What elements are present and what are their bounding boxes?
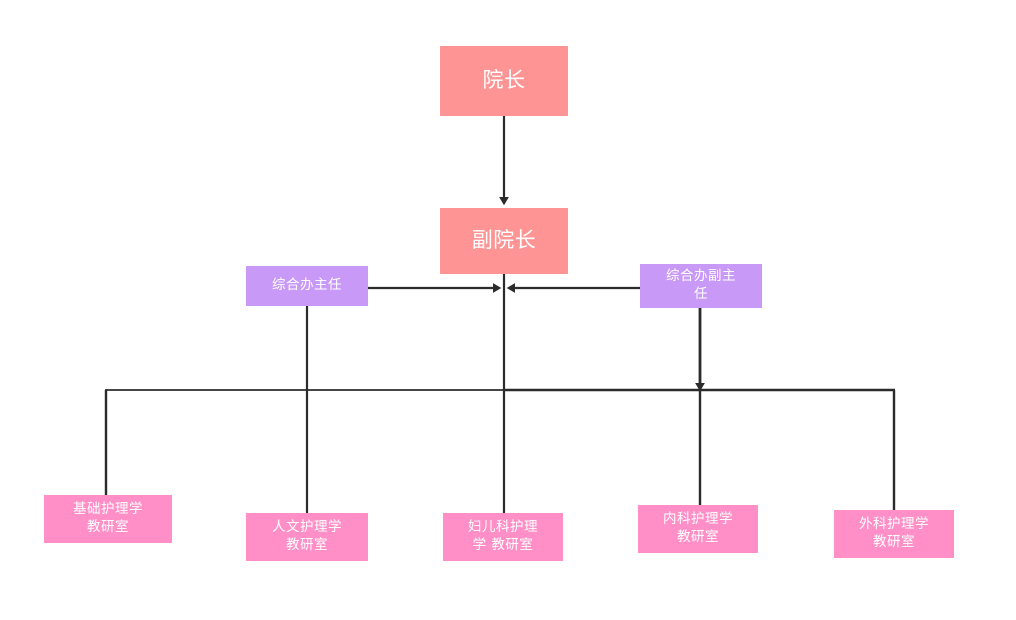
node-dept-surgical-nursing-label: 外科护理学 教研室 [859, 516, 929, 550]
node-dept-surgical-nursing[interactable]: 外科护理学 教研室 [834, 510, 954, 558]
node-office-director-label: 综合办主任 [272, 277, 342, 294]
node-office-deputy-director[interactable]: 综合办副主 任 [640, 264, 762, 308]
node-vice-dean-label: 副院长 [471, 228, 537, 253]
node-office-director[interactable]: 综合办主任 [246, 266, 368, 306]
node-dept-maternal-child-nursing-label: 妇儿科护理 学 教研室 [468, 519, 538, 553]
node-vice-dean[interactable]: 副院长 [440, 208, 568, 274]
node-dean[interactable]: 院长 [440, 46, 568, 116]
node-dept-maternal-child-nursing[interactable]: 妇儿科护理 学 教研室 [443, 513, 563, 561]
node-dean-label: 院长 [482, 68, 526, 93]
node-dept-fundamental-nursing-label: 基础护理学 教研室 [73, 501, 143, 535]
node-dept-humanistic-nursing-label: 人文护理学 教研室 [272, 519, 342, 553]
node-dept-internal-medicine-nursing[interactable]: 内科护理学 教研室 [638, 505, 758, 553]
node-dept-internal-medicine-nursing-label: 内科护理学 教研室 [663, 511, 733, 545]
node-dept-fundamental-nursing[interactable]: 基础护理学 教研室 [44, 495, 172, 543]
node-dept-humanistic-nursing[interactable]: 人文护理学 教研室 [246, 513, 368, 561]
node-office-deputy-director-label: 综合办副主 任 [666, 268, 736, 302]
